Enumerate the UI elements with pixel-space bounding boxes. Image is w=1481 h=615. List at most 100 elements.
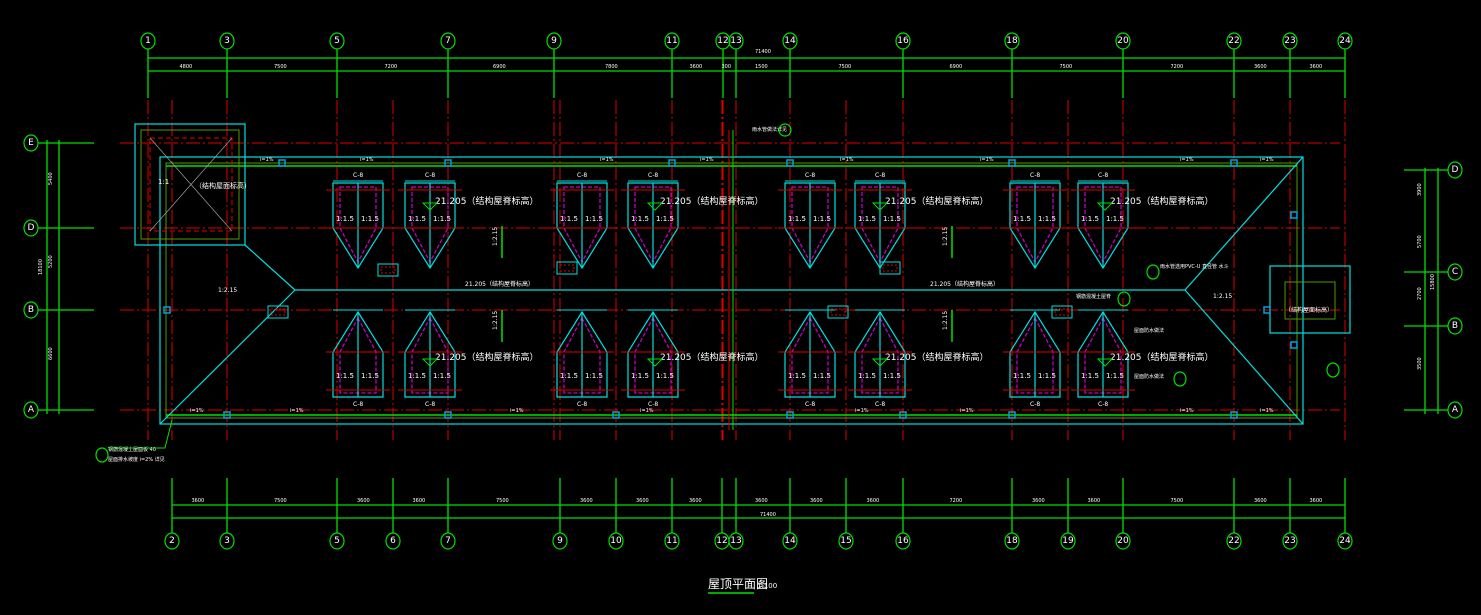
dormer-tag: C-8 xyxy=(425,172,435,179)
elevation-marker xyxy=(421,358,439,367)
axis-bubble xyxy=(1115,32,1131,50)
axis-bubble xyxy=(1282,532,1298,550)
dimension-value: 7500 xyxy=(1171,498,1184,504)
detail-bubble xyxy=(95,447,109,463)
ridge-elevation-label: 21.205（结构屋脊标高） xyxy=(1110,195,1214,207)
axis-bubble xyxy=(1060,532,1076,550)
axis-bubble xyxy=(219,532,235,550)
dimension-value: 3600 xyxy=(755,498,768,504)
dimension-total-bottom: 71400 xyxy=(760,512,776,518)
dimension-value: 3600 xyxy=(1088,498,1101,504)
detail-bubble xyxy=(1117,291,1131,307)
dormer-slope-label: 1:1.5 xyxy=(631,372,649,380)
dimension-value: 5700 xyxy=(1417,235,1423,248)
dimension-value: 7200 xyxy=(950,498,963,504)
roof-vent xyxy=(1051,305,1073,319)
dormer-slope-label: 1:1.5 xyxy=(361,372,379,380)
dormer-outline xyxy=(1077,182,1129,270)
note-text: 屋面防水做法 xyxy=(1134,373,1164,380)
dormer-slope-label: 1:1.5 xyxy=(560,372,578,380)
elevation-marker xyxy=(871,202,889,211)
axis-label: 20 xyxy=(1117,36,1129,46)
dormer-slope-label: 1:1.5 xyxy=(560,215,578,223)
dimension-value: 3600 xyxy=(1310,498,1323,504)
ridge-elevation-label: 21.205（结构屋脊标高） xyxy=(660,195,764,207)
dimension-value: 6900 xyxy=(493,64,506,70)
roof-drain xyxy=(1008,411,1016,419)
dormer-slope-label: 1:1.5 xyxy=(1106,372,1124,380)
dormer-outline xyxy=(556,182,608,270)
dormer-slope-label: 1:1.5 xyxy=(656,372,674,380)
axis-label: D xyxy=(1452,165,1459,175)
dormer-slope-label: 1:1.5 xyxy=(656,215,674,223)
axis-label: 7 xyxy=(445,36,451,46)
axis-label: 3 xyxy=(224,536,230,546)
elevation-marker xyxy=(1096,202,1114,211)
leader-line xyxy=(108,419,173,449)
dormer-tag: C-8 xyxy=(1030,172,1040,179)
axis-label: A xyxy=(28,405,35,415)
dimension-value: 3600 xyxy=(413,498,426,504)
dimension-value: 3600 xyxy=(1032,498,1045,504)
dormer-slope-label: 1:1.5 xyxy=(433,372,451,380)
axis-bubble xyxy=(552,532,568,550)
roof-outline xyxy=(134,123,1351,430)
roof-drain xyxy=(1290,211,1298,219)
axis-label: 20 xyxy=(1117,536,1129,546)
dimension-value: 3600 xyxy=(192,498,205,504)
axis-label: 18 xyxy=(1006,536,1018,546)
roof-slope-label: 1:2.15 xyxy=(942,311,949,330)
axis-bubble xyxy=(895,32,911,50)
axis-bubble xyxy=(1337,532,1353,550)
axis-label: 5 xyxy=(334,536,340,546)
axis-label: 14 xyxy=(784,36,796,46)
axis-bubble xyxy=(1447,263,1463,281)
dormer-slope-label: 1:1.5 xyxy=(585,372,603,380)
dormer-tag: C-8 xyxy=(353,401,363,408)
axis-bubble xyxy=(1004,532,1020,550)
dormer-slope-label: 1:1.5 xyxy=(1106,215,1124,223)
axis-label: 6 xyxy=(390,536,396,546)
axis-label: B xyxy=(1452,321,1458,331)
dormer-tag: C-8 xyxy=(1098,401,1108,408)
gutter-slope-label: i=1% xyxy=(640,408,654,414)
dimension-value: 7500 xyxy=(274,498,287,504)
roof-vent xyxy=(267,305,289,319)
dormer-tag: C-8 xyxy=(648,172,658,179)
axis-bubble xyxy=(1447,317,1463,335)
roof-drain xyxy=(786,411,794,419)
dormer-outline xyxy=(1009,182,1061,270)
axis-label: 10 xyxy=(610,536,622,546)
detail-bubble xyxy=(1146,264,1160,280)
ridge-elevation-label: 21.205（结构屋脊标高） xyxy=(885,195,989,207)
elevation-marker xyxy=(1096,358,1114,367)
gutter-slope-label: i=1% xyxy=(980,157,994,163)
dormer-wall xyxy=(861,186,899,264)
dimension-value: 3600 xyxy=(357,498,370,504)
dormer-wall xyxy=(563,186,601,264)
dormer-slope-label: 1:1.5 xyxy=(883,372,901,380)
roof-vent-inner xyxy=(1054,308,1070,316)
axis-label: 14 xyxy=(784,536,796,546)
dormer-outline xyxy=(404,182,456,270)
dimension-total-top: 71400 xyxy=(755,49,771,55)
dimension-value: 300 xyxy=(722,64,732,70)
axis-label: 24 xyxy=(1339,36,1351,46)
dormer-outline xyxy=(854,182,906,270)
stair-tower-slab xyxy=(149,137,233,232)
axis-label: A xyxy=(1452,405,1459,415)
dormer-slope-label: 1:1.5 xyxy=(1013,215,1031,223)
dimension-value: 4800 xyxy=(180,64,193,70)
elevation-marker xyxy=(646,358,664,367)
dimension-value: 3600 xyxy=(689,498,702,504)
axis-bubble xyxy=(782,32,798,50)
roof-drain xyxy=(1263,306,1271,314)
axis-bubble xyxy=(140,32,156,50)
eave-elevation-label: 21.205（结构屋脊标高） xyxy=(465,280,534,288)
gutter-slope-label: i=1% xyxy=(1260,408,1274,414)
dormer-slope-label: 1:1.5 xyxy=(336,215,354,223)
axis-bubble xyxy=(1004,32,1020,50)
roof-drain xyxy=(1290,341,1298,349)
axis-label: B xyxy=(28,305,34,315)
